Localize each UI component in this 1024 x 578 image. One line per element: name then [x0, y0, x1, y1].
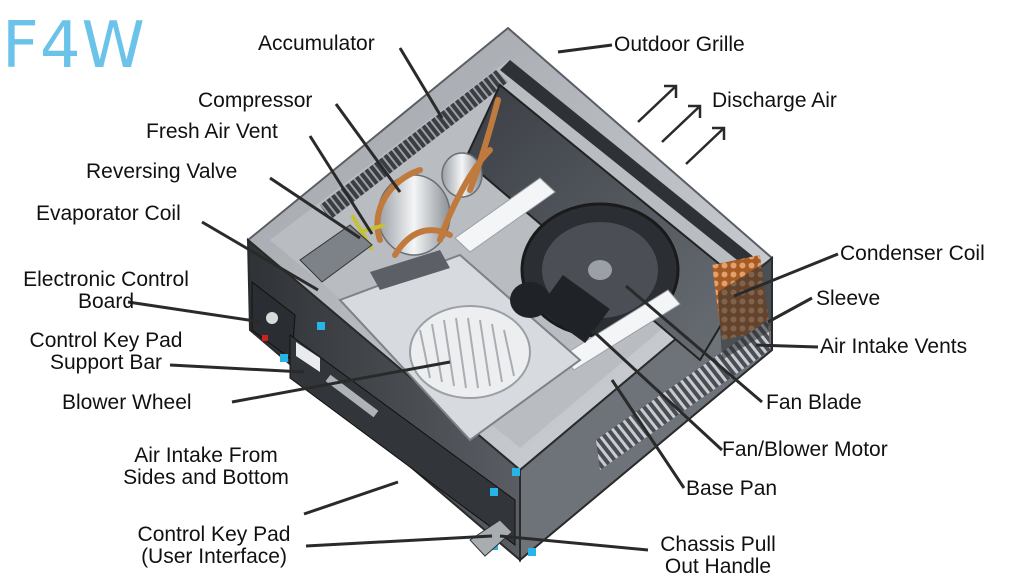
brand-logo-text: F4W	[2, 9, 146, 83]
label-fresh-air-vent: Fresh Air Vent	[146, 120, 278, 143]
discharge-air-arrows	[637, 84, 726, 165]
leader-control-key-pad-ui	[305, 534, 493, 548]
label-air-intake-line2: Sides and Bottom	[123, 466, 289, 489]
label-fan-blade: Fan Blade	[766, 391, 862, 414]
label-air-intake-vents: Air Intake Vents	[820, 335, 968, 358]
leader-evaporator-coil	[201, 220, 319, 292]
fan-blower-motor	[538, 274, 610, 344]
label-chassis-handle-line1: Chassis Pull	[660, 533, 776, 556]
leader-compressor	[334, 103, 402, 193]
label-compressor: Compressor	[198, 89, 313, 112]
leader-chassis-pull-out-handle	[499, 534, 649, 552]
sleeve-side-wall	[718, 258, 772, 360]
leader-electronic-control-board	[127, 300, 263, 324]
copper-tubing	[374, 97, 501, 258]
evaporator-coil-bracket	[370, 250, 450, 290]
leader-support-bar	[169, 363, 305, 374]
label-control-key-pad-ui: Control Key Pad (User Interface)	[118, 524, 310, 568]
compressor	[377, 174, 451, 256]
leader-fan-blower-motor	[590, 328, 724, 452]
label-fan-blower-motor: Fan/Blower Motor	[722, 438, 888, 461]
blower-wheel-blades	[419, 317, 515, 389]
label-chassis-handle-line2: Out Handle	[664, 555, 772, 578]
label-air-intake-line1: Air Intake From	[134, 444, 278, 467]
support-rail-upper	[454, 177, 556, 253]
leader-outdoor-grille	[557, 43, 613, 54]
label-electronic-control-board-line2: Board	[77, 290, 135, 313]
motor-shaft-opening	[510, 282, 550, 318]
label-control-key-pad-ui-line2: (User Interface)	[141, 545, 287, 568]
fan-hub	[588, 260, 612, 280]
label-electronic-control-board: Electronic Control Board	[6, 269, 206, 313]
label-support-bar-line2: Support Bar	[49, 351, 163, 374]
leader-air-intake-vents	[755, 343, 819, 349]
evaporator-coil	[299, 224, 373, 283]
blower-wheel	[409, 305, 531, 399]
label-blower-wheel: Blower Wheel	[62, 391, 192, 414]
leader-fan-blade	[625, 284, 763, 404]
label-support-bar-line1: Control Key Pad	[29, 329, 183, 352]
air-intake-vents	[596, 320, 770, 470]
label-electronic-control-board-line1: Electronic Control	[23, 268, 189, 291]
label-sleeve: Sleeve	[816, 287, 881, 310]
label-discharge-air: Discharge Air	[712, 89, 837, 112]
accumulator-fins	[320, 70, 508, 220]
grille-rim	[500, 60, 760, 272]
leader-air-intake-sides-bottom	[303, 480, 399, 516]
label-control-key-pad-support-bar: Control Key Pad Support Bar	[14, 330, 198, 374]
leader-base-pan	[610, 379, 686, 489]
label-reversing-valve: Reversing Valve	[86, 160, 238, 183]
leader-reversing-valve	[269, 176, 361, 240]
leader-condenser-coil	[733, 252, 839, 298]
label-chassis-pull-out-handle: Chassis Pull Out Handle	[646, 534, 790, 578]
control-board-indicator	[262, 335, 268, 341]
leader-fresh-air-vent	[308, 135, 374, 235]
label-evaporator-coil: Evaporator Coil	[36, 202, 181, 225]
chassis-pull-out-handle	[469, 519, 513, 557]
label-control-key-pad-ui-line1: Control Key Pad	[137, 523, 291, 546]
label-air-intake-sides-bottom: Air Intake From Sides and Bottom	[104, 445, 308, 489]
leader-sleeve	[767, 296, 813, 324]
label-base-pan: Base Pan	[686, 477, 778, 500]
leader-blower-wheel	[231, 360, 451, 404]
label-accumulator: Accumulator	[258, 32, 375, 55]
key-pad-slot	[325, 374, 379, 418]
control-board-knob	[266, 312, 278, 324]
leader-accumulator	[398, 47, 444, 119]
label-outdoor-grille: Outdoor Grille	[614, 33, 745, 56]
label-condenser-coil: Condenser Coil	[840, 242, 985, 265]
leader-lines	[127, 43, 839, 552]
control-key-pad-support-bar	[296, 342, 320, 372]
